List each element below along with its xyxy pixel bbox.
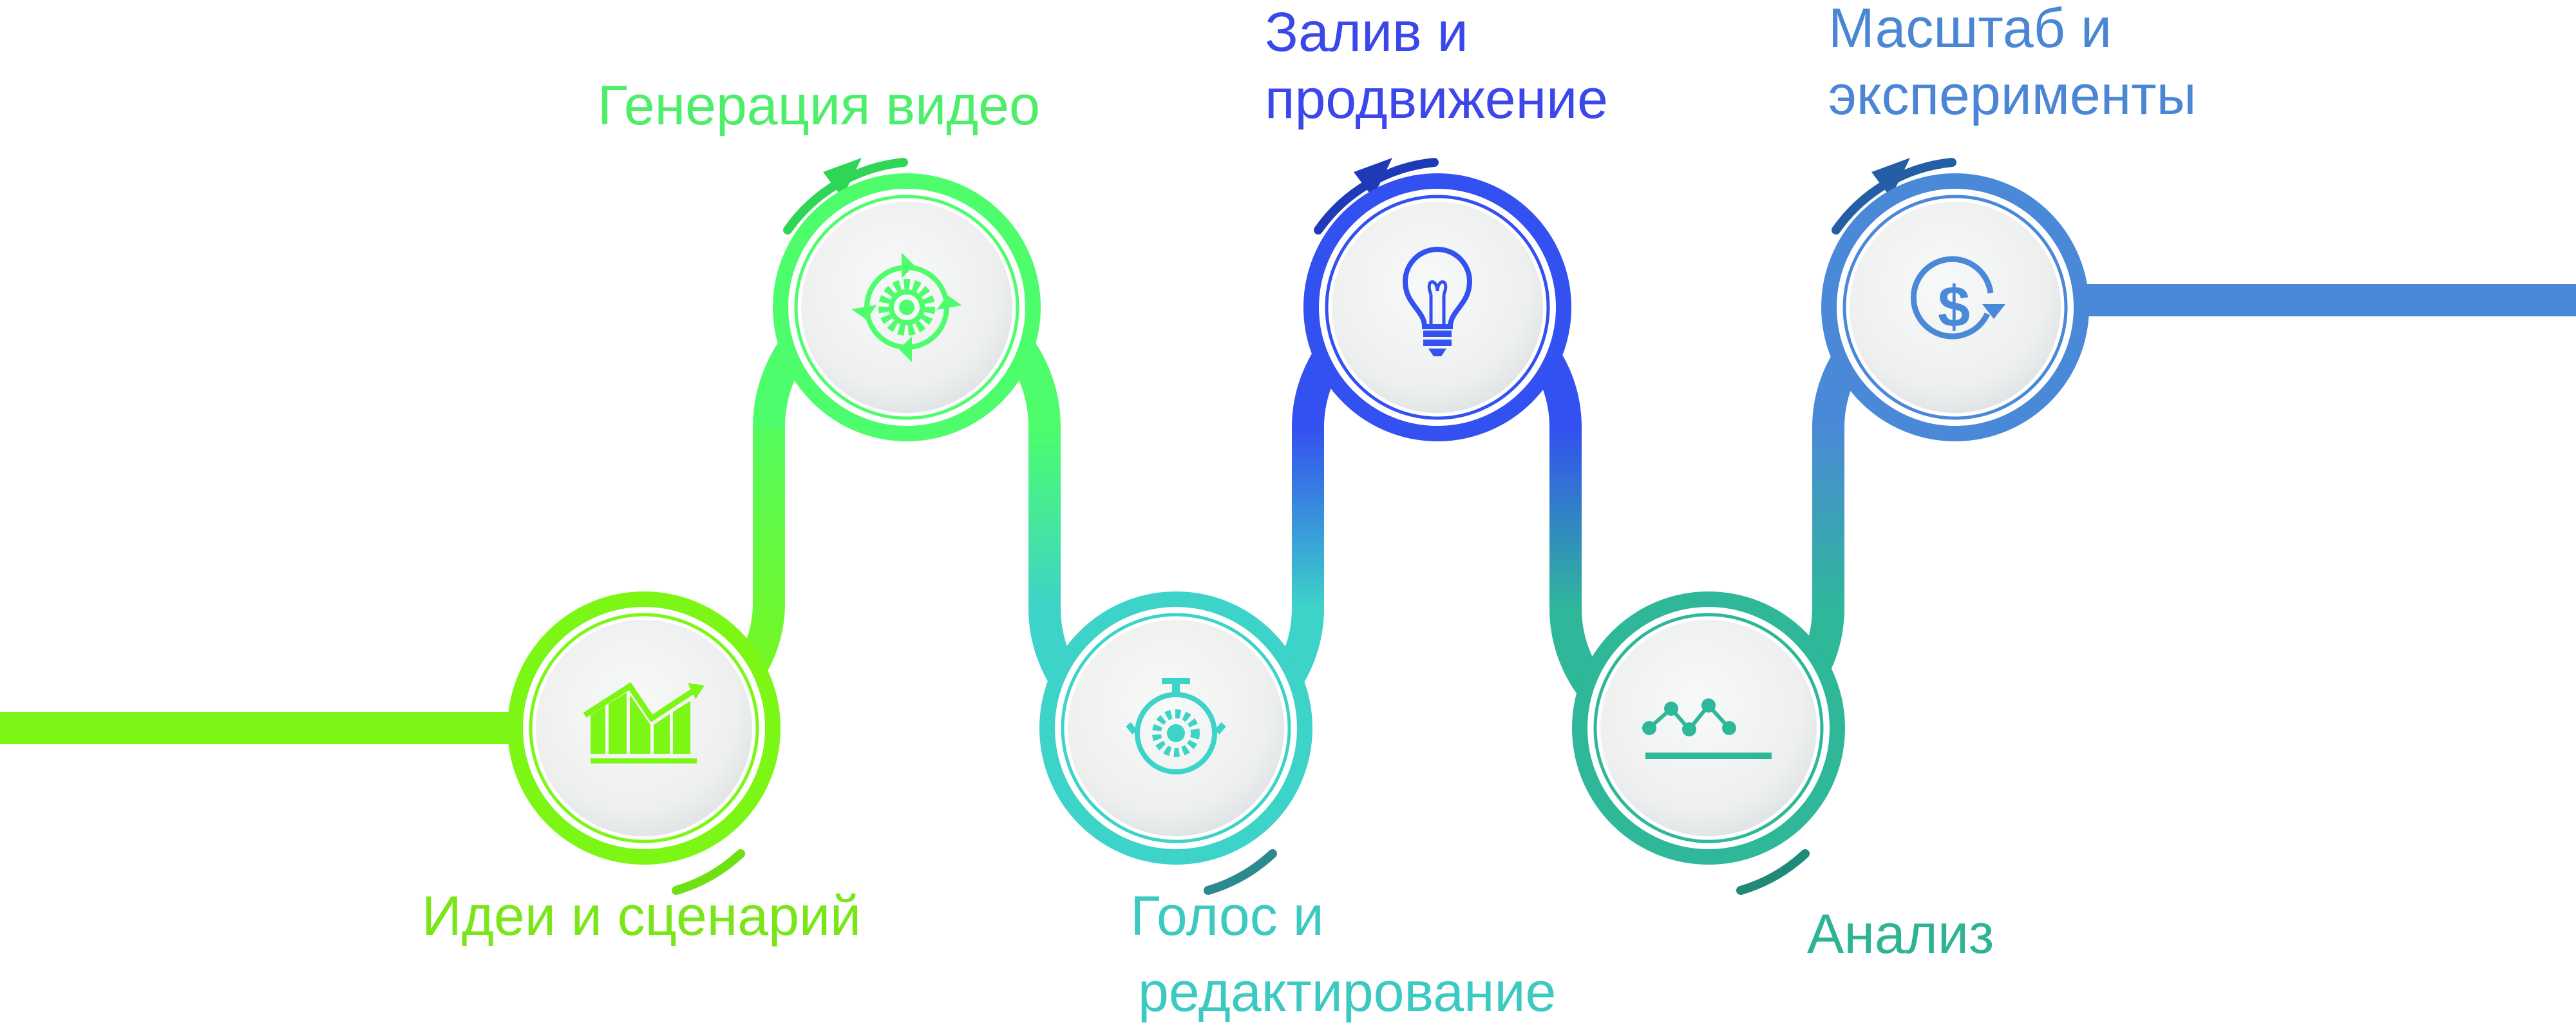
step-title-line-1: Масштаб и bbox=[1828, 0, 2112, 59]
stopwatch-gear-icon bbox=[1126, 678, 1226, 774]
lightbulb-icon bbox=[1402, 247, 1473, 356]
line-chart-dots-icon bbox=[1642, 698, 1772, 759]
step-label-1: Идеи и сценарий bbox=[422, 883, 861, 950]
bar-chart-arrow-icon bbox=[583, 682, 705, 763]
step-node-2 bbox=[773, 158, 1041, 441]
step-title-line-2: редактирование bbox=[1138, 961, 1557, 1023]
step-title: Идеи и сценарий bbox=[422, 885, 862, 947]
step-node-6: $ bbox=[1821, 158, 2089, 441]
accent-arc bbox=[1736, 849, 1810, 895]
step-label-2: Генерация видео bbox=[598, 72, 1040, 139]
accent-arc bbox=[672, 849, 745, 895]
step-title-line-2: эксперименты bbox=[1828, 64, 2197, 126]
step-title-line-2: продвижение bbox=[1265, 68, 1608, 130]
step-title-line-1: Залив и bbox=[1265, 1, 1468, 63]
step-title: Анализ bbox=[1807, 903, 1994, 965]
svg-text:$: $ bbox=[1938, 275, 1970, 340]
step-node-3 bbox=[1039, 591, 1312, 895]
step-node-4 bbox=[1303, 158, 1571, 441]
step-label-4: Залив и продвижение bbox=[1265, 0, 1608, 133]
step-label-5: Анализ bbox=[1807, 901, 1994, 968]
step-node-1 bbox=[507, 591, 781, 895]
step-node-5 bbox=[1572, 591, 1845, 895]
gear-cycle-icon bbox=[851, 253, 962, 362]
step-title-line-1: Голос и bbox=[1130, 885, 1324, 947]
dollar-cycle-icon: $ bbox=[1910, 256, 2005, 340]
step-label-3: Голос и редактирование bbox=[1130, 883, 1556, 1026]
step-label-6: Масштаб и эксперименты bbox=[1828, 0, 2196, 129]
step-title: Генерация видео bbox=[598, 75, 1040, 137]
accent-arc bbox=[1204, 849, 1277, 895]
